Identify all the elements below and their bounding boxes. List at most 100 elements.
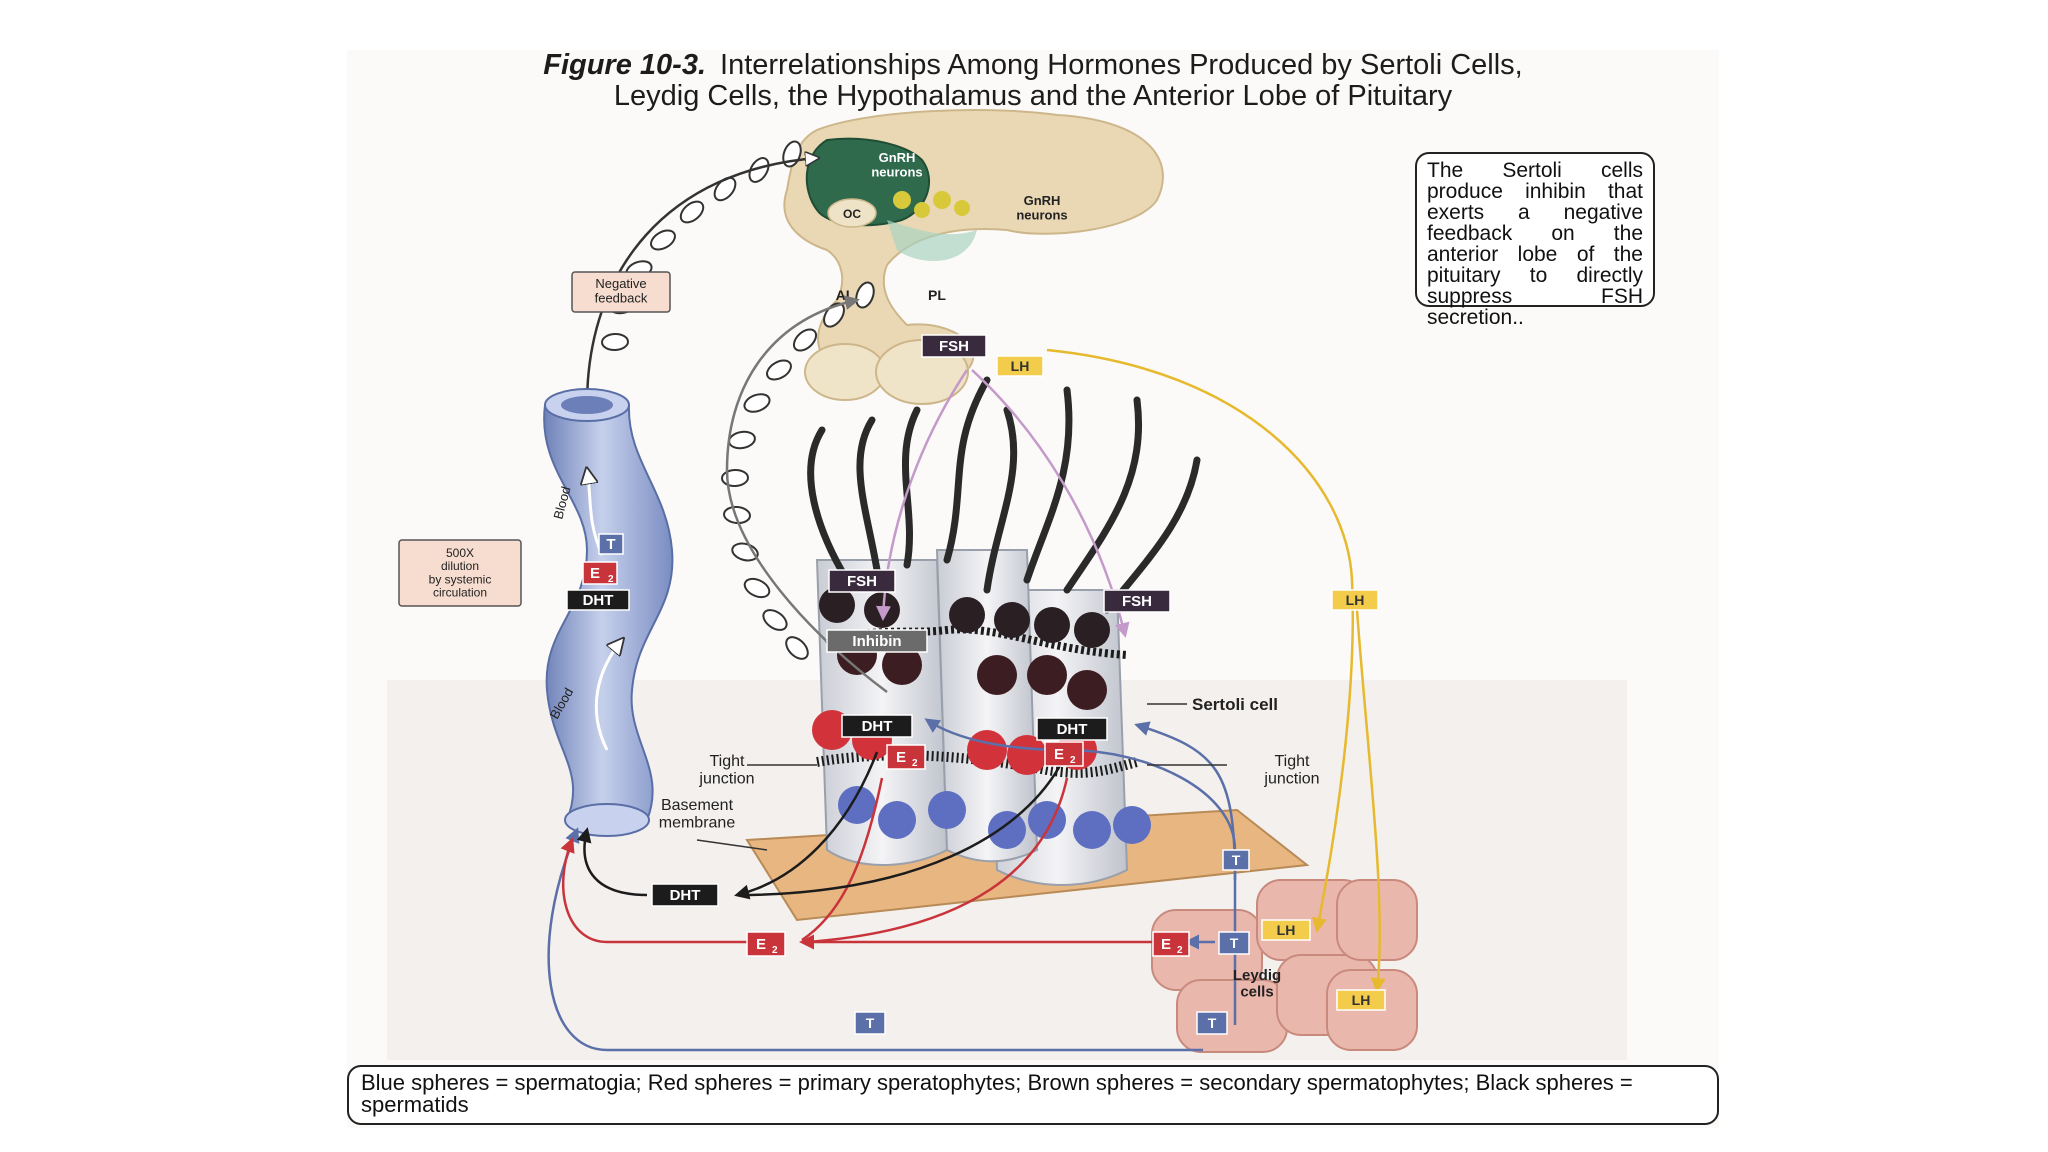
feedback-oval — [743, 577, 771, 599]
t-bottom-mid-label: T — [866, 1015, 875, 1031]
e2-bottom-subscript: 2 — [772, 945, 778, 956]
spermatid-tail — [1023, 386, 1073, 584]
dht-blood-label: DHT — [583, 592, 614, 609]
figure: Figure 10-3. Interrelationships Among Hor… — [347, 50, 1719, 1128]
secondary-sphere — [1067, 670, 1107, 710]
t-bottom-right-label: T — [1208, 1015, 1217, 1031]
feedback-oval — [731, 542, 759, 562]
hypothalamus-pituitary — [783, 109, 1164, 405]
fsh-pituitary-label: FSH — [939, 338, 969, 355]
spermatogonia-sphere — [1028, 801, 1066, 839]
e2-blood-box — [582, 561, 618, 585]
e2-bottom-box — [746, 931, 786, 957]
dht-left-box — [841, 714, 913, 738]
title-text-1: Interrelationships Among Hormones Produc… — [720, 49, 1523, 81]
t-blood-box — [598, 533, 624, 555]
gnrh-projection — [887, 220, 977, 262]
fsh-right-label: FSH — [1122, 593, 1152, 610]
anterior-lobe — [804, 343, 886, 401]
e2-blood-subscript: 2 — [608, 574, 614, 585]
spermatid-tail — [807, 426, 851, 584]
e2-right-label: E — [1054, 746, 1064, 763]
spermatid-sphere — [1074, 612, 1110, 648]
dht-right-label: DHT — [1057, 721, 1088, 738]
dht-blood-box — [566, 589, 630, 611]
basement-membrane-pointer — [696, 839, 768, 851]
t-bottom-mid-box — [854, 1011, 886, 1035]
spermatogonia-sphere — [838, 786, 876, 824]
feedback-oval — [785, 636, 809, 660]
e2-left-subscript: 2 — [912, 758, 918, 769]
primary-sphere — [1007, 735, 1047, 775]
spermatogonia-sphere — [878, 801, 916, 839]
dht-left-label: DHT — [862, 718, 893, 735]
feedback-oval — [679, 200, 705, 224]
primary-sphere — [967, 730, 1007, 770]
secondary-sphere — [882, 645, 922, 685]
spermatid-sphere — [864, 592, 900, 628]
e2-leydig-subscript: 2 — [1177, 945, 1183, 956]
figure-label: Figure 10-3. — [543, 49, 707, 81]
title-line-2: Leydig Cells, the Hypothalamus and the A… — [613, 80, 1453, 112]
e2-bottom-label: E — [756, 936, 766, 953]
spermatid-tail — [943, 376, 991, 564]
spermatogonia-sphere — [988, 811, 1026, 849]
t-blood-label: T — [606, 536, 615, 553]
blood-label-upper: Blood — [550, 485, 573, 521]
gnrh-granule — [954, 200, 970, 216]
e2-pathway-right — [806, 777, 1069, 944]
dilution-box — [398, 539, 522, 607]
secondary-sphere — [1027, 655, 1067, 695]
secondary-sphere — [977, 655, 1017, 695]
sertoli-cell-label: Sertoli cell — [1192, 695, 1278, 714]
fsh-left-box — [828, 569, 896, 593]
e2-left-label: E — [896, 749, 906, 766]
sphere-legend-caption: Blue spheres = spermatogia; Red spheres … — [347, 1065, 1719, 1125]
gnrh-granule — [914, 202, 930, 218]
inhibin-label: Inhibin — [852, 633, 901, 650]
spermatid-sphere — [1034, 607, 1070, 643]
spermatid-tail — [1063, 396, 1142, 594]
t-pathway-to-blood — [547, 827, 1203, 1052]
fsh-pituitary-box — [921, 334, 987, 358]
inhibin-box — [826, 629, 928, 653]
spermatid-sphere — [994, 602, 1030, 638]
lh-pathway-1 — [1046, 348, 1355, 933]
e2-leydig-box — [1152, 931, 1190, 957]
inhibin-pathway — [725, 295, 888, 694]
feedback-oval — [728, 430, 756, 450]
dht-pathway-left — [734, 751, 879, 900]
e2-right-box — [1044, 741, 1084, 767]
feedback-oval — [723, 505, 751, 525]
feedback-oval — [855, 281, 875, 309]
t-leydig-label: T — [1230, 935, 1239, 951]
t-leydig-box — [1218, 931, 1250, 955]
negative-feedback-box — [571, 271, 671, 313]
blood-vessel — [543, 388, 674, 837]
spermatogonia-sphere — [928, 791, 966, 829]
e2-pathway-left — [801, 777, 884, 942]
lh-leydig-1-box — [1261, 919, 1311, 941]
spermatid-sphere — [949, 597, 985, 633]
flow-arrow — [594, 640, 622, 751]
spermatid-spheres — [819, 587, 1110, 648]
e2-pathway-to-blood — [560, 837, 765, 944]
feedback-oval — [601, 332, 629, 352]
e2-blood-label: E — [590, 565, 600, 582]
t-upper-label: T — [1232, 852, 1241, 868]
figure-title: Figure 10-3. Interrelationships Among Hor… — [347, 50, 1719, 112]
gnrh-granule — [933, 191, 951, 209]
spermatid-tail — [1103, 456, 1201, 614]
spermatogonia-sphere — [1073, 811, 1111, 849]
tight-junction-band-upper — [825, 625, 1128, 659]
pl-label: PL — [928, 287, 946, 303]
dht-pathway-to-blood — [576, 827, 648, 897]
lh-pituitary-label: LH — [1011, 358, 1030, 374]
